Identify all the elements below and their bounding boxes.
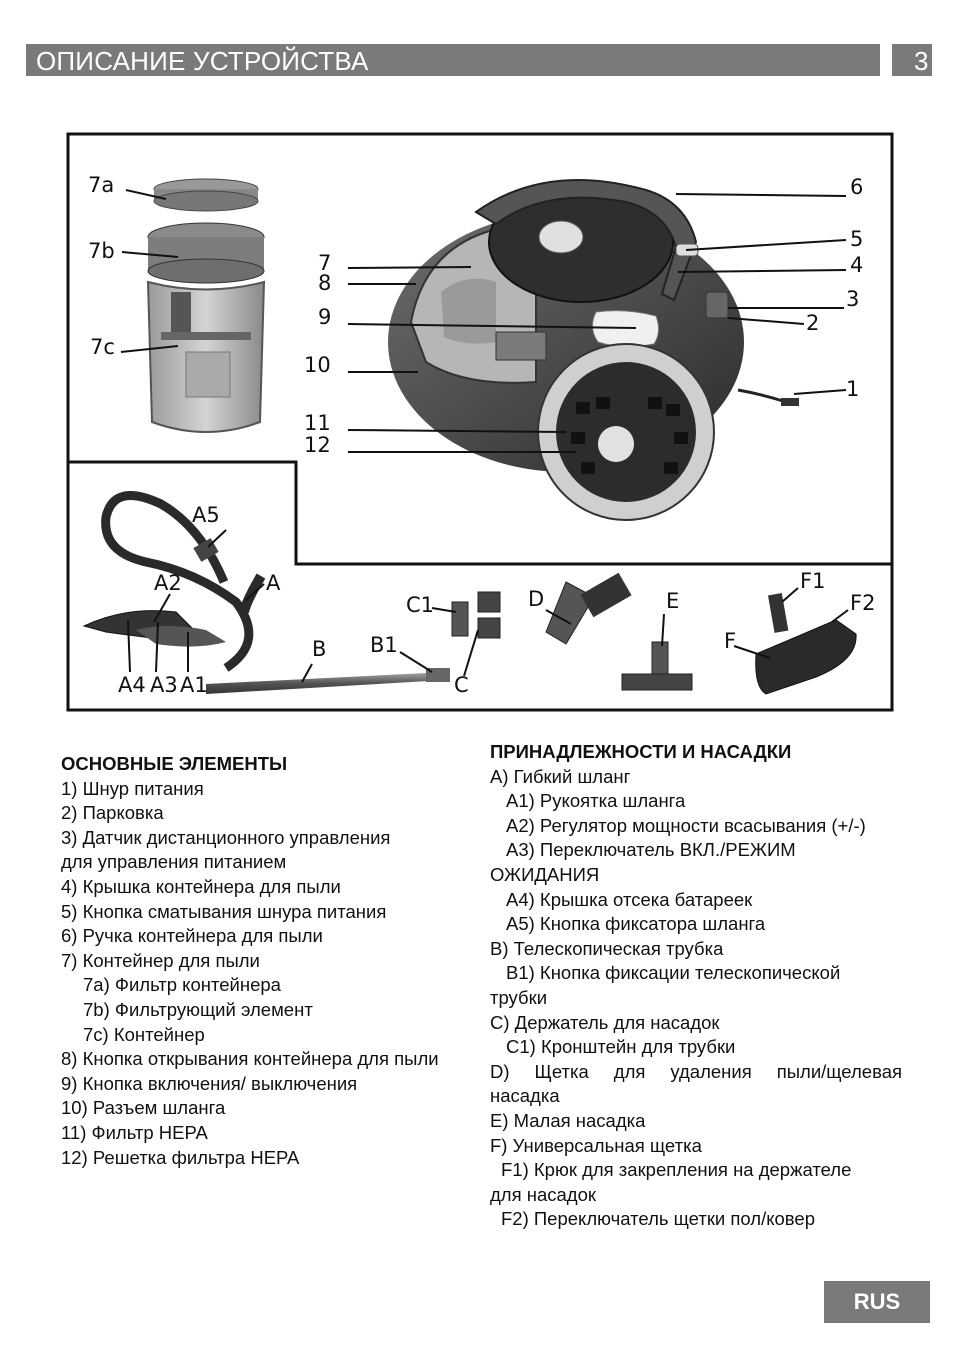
label-E: E [666,589,680,613]
section-header-bar: ОПИСАНИЕ УСТРОЙСТВА [26,44,880,76]
label-F1: F1 [800,569,826,593]
label-C1: C1 [406,593,435,617]
list-item: A) Гибкий шланг [490,765,631,787]
list-item: F) Универсальная щетка [490,1134,702,1156]
accessories-list: ПРИНАДЛЕЖНОСТИ И НАСАДКИ A) Гибкий шланг… [490,740,902,1232]
leader-lines-top [120,189,847,453]
label-3: 3 [846,287,860,311]
list-item: ОЖИДАНИЯ [490,863,600,885]
list-item: насадка [490,1085,560,1107]
list-item: для насадок [490,1183,596,1205]
list-item: 7b) Фильтрующий элемент [83,998,313,1020]
label-7a: 7a [88,173,115,197]
list-item: B1) Кнопка фиксации телескопической [506,962,841,984]
page-number-box: 3 [892,44,932,76]
list-item: 9) Кнопка включения/ выключения [61,1072,358,1094]
list-item: A4) Крышка отсека батареек [506,888,753,910]
universal-brush-illustration [755,593,857,695]
main-elements-heading: ОСНОВНЫЕ ЭЛЕМЕНТЫ [61,753,288,774]
label-9: 9 [318,305,332,329]
label-D: D [528,587,545,611]
label-A: A [266,571,281,595]
list-item: F2) Переключатель щетки пол/ковер [501,1208,816,1230]
label-7c: 7c [90,335,115,359]
label-4: 4 [850,253,864,277]
diagram-drawing [66,132,894,712]
lower-frame [66,460,894,712]
small-nozzle-illustration [621,641,693,691]
label-B1: B1 [370,633,398,657]
list-item: 10) Разъем шланга [61,1097,226,1119]
list-item: 4) Крышка контейнера для пыли [61,875,341,897]
list-item: C) Держатель для насадок [490,1011,720,1033]
main-elements-list: ОСНОВНЫЕ ЭЛЕМЕНТЫ 1) Шнур питания 2) Пар… [61,752,481,1170]
list-item: 11) Фильтр HEPA [61,1121,208,1143]
dust-brush-illustration [545,572,632,645]
label-5: 5 [850,227,864,251]
list-item: 7c) Контейнер [83,1023,205,1045]
list-item: 5) Кнопка сматывания шнура питания [61,900,387,922]
accessories-heading: ПРИНАДЛЕЖНОСТИ И НАСАДКИ [490,741,792,762]
label-6: 6 [850,175,864,199]
list-item: C1) Кронштейн для трубки [506,1036,736,1058]
list-item: A5) Кнопка фиксатора шланга [506,913,766,935]
label-A4: A4 [118,673,146,697]
dust-container-illustration [146,178,266,433]
list-item: F1) Крюк для закрепления на держателе [501,1159,852,1181]
list-item: 2) Парковка [61,802,164,824]
list-item: D) Щетка для удаления пыли/щелевая [490,1060,902,1082]
label-B: B [312,637,327,661]
list-item: 6) Ручка контейнера для пыли [61,925,323,947]
label-10: 10 [304,353,331,377]
label-8: 8 [318,271,332,295]
label-A2: A2 [154,571,182,595]
label-F2: F2 [850,591,876,615]
label-C: C [454,673,469,697]
list-item: A2) Регулятор мощности всасывания (+/-) [506,814,866,836]
label-A5: A5 [192,503,220,527]
label-7: 7 [318,251,332,275]
label-A3: A3 [150,673,178,697]
list-item: 3) Датчик дистанционного управления [61,826,391,848]
list-item: E) Малая насадка [490,1109,646,1131]
label-A1: A1 [180,673,208,697]
list-item: B) Телескопическая трубка [490,937,724,959]
leader-lines-bottom [127,529,849,683]
label-7b: 7b [88,239,115,263]
list-item: A1) Рукоятка шланга [506,790,686,812]
section-title: ОПИСАНИЕ УСТРОЙСТВА [36,46,369,76]
list-item: 7) Контейнер для пыли [61,949,260,971]
list-item: трубки [490,986,548,1008]
page-number: 3 [914,46,929,76]
list-item: 7a) Фильтр контейнера [83,974,281,996]
list-item: 1) Шнур питания [61,777,204,799]
list-item: 12) Решетка фильтра HEPA [61,1146,300,1168]
label-11: 11 [304,411,331,435]
language-badge: RUS [824,1281,930,1323]
list-item: для управления питанием [61,851,287,873]
label-2: 2 [806,311,820,335]
label-1: 1 [846,377,860,401]
list-item: A3) Переключатель ВКЛ./РЕЖИМ [506,839,796,861]
list-item: 8) Кнопка открывания контейнера для пыли [61,1048,439,1070]
tube-illustration [206,668,450,694]
label-12: 12 [304,433,331,457]
device-diagram: 7a 7b 7c 6 5 4 3 2 1 7 8 9 10 11 12 A5 A… [66,132,896,712]
holder-illustration [451,591,501,639]
label-F: F [724,629,737,653]
vacuum-body-illustration [388,178,799,521]
